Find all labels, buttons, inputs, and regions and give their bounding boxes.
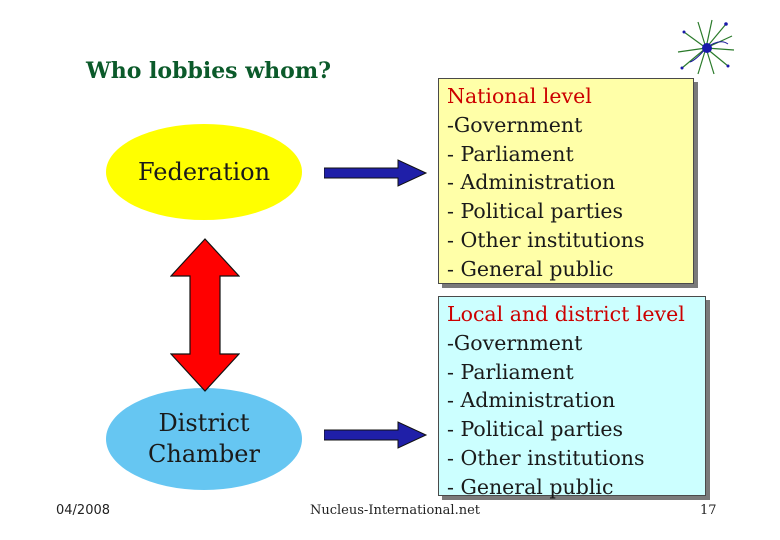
local-level-heading: Local and district level xyxy=(447,302,685,326)
list-item: -Government xyxy=(447,112,583,137)
list-item: - Political parties xyxy=(447,417,624,442)
federation-node: Federation xyxy=(106,124,302,220)
page-title: Who lobbies whom? xyxy=(86,58,332,84)
page-number: 17 xyxy=(700,503,717,518)
local-level-list: -Government - Parliament - Administratio… xyxy=(447,329,705,502)
sunburst-logo-icon xyxy=(677,19,735,75)
district-label-line1: District xyxy=(158,409,250,437)
federation-label: Federation xyxy=(137,157,271,186)
footer-date: 04/2008 xyxy=(56,503,111,518)
footer-website: Nucleus-International.net xyxy=(310,503,480,518)
list-item: - Political parties xyxy=(447,199,624,224)
list-item: - Other institutions xyxy=(447,445,645,470)
national-level-list: -Government - Parliament - Administratio… xyxy=(447,111,693,284)
list-item: - Parliament xyxy=(447,359,574,384)
list-item: - Other institutions xyxy=(447,227,645,252)
district-chamber-node: District Chamber xyxy=(106,388,302,490)
list-item: - Parliament xyxy=(447,141,574,166)
arrow-right-icon xyxy=(324,421,428,449)
list-item: - Administration xyxy=(447,388,616,413)
district-chamber-label: District Chamber xyxy=(148,408,260,470)
double-arrow-icon xyxy=(170,238,240,392)
national-level-heading: National level xyxy=(447,84,592,108)
district-label-line2: Chamber xyxy=(148,440,260,468)
arrow-right-icon xyxy=(324,159,428,187)
list-item: - General public xyxy=(447,474,614,499)
list-item: -Government xyxy=(447,330,583,355)
list-item: - General public xyxy=(447,256,614,281)
national-level-box: National level -Government - Parliament … xyxy=(438,78,694,284)
local-district-level-box: Local and district level -Government - P… xyxy=(438,296,706,499)
list-item: - Administration xyxy=(447,170,616,195)
